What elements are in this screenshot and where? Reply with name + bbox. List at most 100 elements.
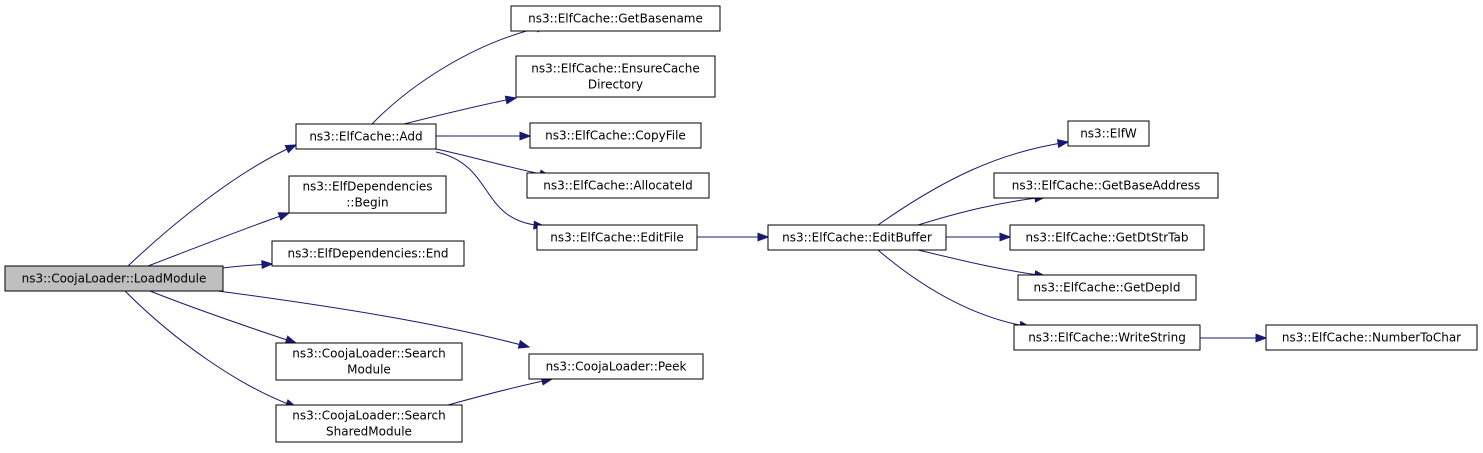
node-label: ns3::CoojaLoader::Peek [546, 360, 687, 374]
arrowhead [1255, 333, 1268, 343]
node-allocate-id[interactable]: ns3::ElfCache::AllocateId [526, 172, 710, 199]
edge-edit_buffer-to-write_string [877, 249, 1032, 330]
arrowhead [284, 335, 298, 344]
node-label: ns3::ElfW [1080, 127, 1137, 141]
edge-load_module-to-peek [217, 290, 531, 349]
node-box [526, 172, 710, 199]
node-label: ns3::ElfCache::CopyFile [545, 129, 686, 143]
node-elfdep-begin[interactable]: ns3::ElfDependencies::Begin [288, 175, 447, 214]
edge-line [371, 25, 548, 125]
node-box [1265, 324, 1478, 351]
arrowhead [277, 212, 291, 221]
arrowhead [1056, 139, 1070, 149]
node-get-dep-id[interactable]: ns3::ElfCache::GetDepId [1017, 274, 1197, 301]
edge-add-to-ensure_cache_dir [403, 95, 518, 125]
node-box [288, 175, 447, 214]
function-nodes: ns3::CoojaLoader::LoadModulens3::ElfCach… [4, 5, 1478, 443]
node-elfw[interactable]: ns3::ElfW [1067, 120, 1150, 147]
edge-line [877, 141, 1069, 226]
node-box [529, 122, 702, 149]
edge-line [447, 378, 553, 406]
node-label: ns3::ElfDependencies::End [287, 247, 448, 261]
node-box [295, 123, 437, 150]
node-label: ns3::ElfCache::EnsureCache [531, 62, 700, 76]
edge-line [124, 290, 297, 408]
edge-line [877, 249, 1031, 328]
node-peek[interactable]: ns3::CoojaLoader::Peek [528, 353, 704, 380]
node-edit-file[interactable]: ns3::ElfCache::EditFile [536, 224, 698, 251]
edge-line [917, 196, 1046, 226]
edge-line [149, 290, 297, 344]
node-box [1017, 274, 1197, 301]
node-label: ns3::ElfCache::GetBaseAddress [1012, 179, 1201, 193]
node-box [1009, 224, 1205, 251]
edge-load_module-to-elfdep_begin [147, 212, 291, 267]
node-label: ns3::ElfCache::EditFile [550, 231, 683, 245]
node-add[interactable]: ns3::ElfCache::Add [295, 123, 437, 150]
arrowhead [284, 144, 298, 154]
edge-edit_file-to-edit_buffer [697, 232, 770, 242]
edge-load_module-to-elfdep_end [222, 260, 274, 270]
node-box [1013, 324, 1201, 351]
edge-line [917, 249, 1046, 277]
edge-edit_buffer-to-elfw [877, 139, 1070, 226]
edge-line [435, 151, 545, 227]
edge-edit_buffer-to-get_dt_str_tab [946, 232, 1012, 242]
arrowhead [504, 95, 518, 105]
node-box [767, 224, 947, 251]
arrowhead [757, 232, 770, 242]
node-label: ns3::CoojaLoader::LoadModule [22, 272, 207, 286]
edge-load_module-to-search_shared_module [124, 290, 298, 408]
edge-line [217, 290, 530, 348]
node-copy-file[interactable]: ns3::ElfCache::CopyFile [529, 122, 702, 149]
node-get-dt-str-tab[interactable]: ns3::ElfCache::GetDtStrTab [1009, 224, 1205, 251]
edge-edit_buffer-to-get_dep_id [917, 249, 1047, 280]
node-label: ns3::ElfCache::GetDepId [1034, 281, 1181, 295]
arrowhead [261, 260, 274, 270]
node-label: SharedModule [326, 425, 412, 439]
node-label: ns3::CoojaLoader::Search [292, 347, 446, 361]
node-label: ns3::ElfCache::NumberToChar [1282, 331, 1461, 345]
arrowhead [519, 131, 532, 141]
node-label: ns3::ElfCache::EditBuffer [782, 231, 932, 245]
node-label: Module [347, 363, 391, 377]
node-box [528, 353, 704, 380]
node-get-basename[interactable]: ns3::ElfCache::GetBasename [510, 5, 721, 32]
node-label: Directory [588, 78, 643, 92]
node-load-module[interactable]: ns3::CoojaLoader::LoadModule [4, 265, 224, 292]
node-label: ns3::ElfDependencies [302, 180, 432, 194]
node-label: ::Begin [346, 196, 388, 210]
edge-write_string-to-number_to_char [1200, 333, 1268, 343]
node-label: ns3::CoojaLoader::Search [292, 409, 446, 423]
edge-load_module-to-add [127, 144, 298, 267]
node-edit-buffer[interactable]: ns3::ElfCache::EditBuffer [767, 224, 947, 251]
node-box [1067, 120, 1150, 147]
node-label: ns3::ElfCache::WriteString [1028, 331, 1186, 345]
edge-add-to-copy_file [436, 131, 532, 141]
node-get-base-address[interactable]: ns3::ElfCache::GetBaseAddress [993, 172, 1219, 199]
node-number-to-char[interactable]: ns3::ElfCache::NumberToChar [1265, 324, 1478, 351]
node-box [275, 404, 463, 443]
edge-edit_buffer-to-get_base_address [917, 193, 1047, 226]
node-box [271, 240, 465, 267]
node-box [515, 55, 716, 98]
node-write-string[interactable]: ns3::ElfCache::WriteString [1013, 324, 1201, 351]
edge-line [127, 144, 297, 267]
edge-search_shared_module-to-peek [447, 376, 554, 406]
node-label: ns3::ElfCache::GetBasename [528, 12, 703, 26]
node-box [510, 5, 721, 32]
edge-line [147, 212, 290, 267]
node-elfdep-end[interactable]: ns3::ElfDependencies::End [271, 240, 465, 267]
node-label: ns3::ElfCache::AllocateId [543, 179, 693, 193]
node-box [4, 265, 224, 292]
arrowhead [999, 232, 1012, 242]
node-box [275, 342, 463, 381]
node-box [993, 172, 1219, 199]
node-box [536, 224, 698, 251]
node-label: ns3::ElfCache::GetDtStrTab [1025, 231, 1188, 245]
edge-line [435, 148, 551, 177]
node-label: ns3::ElfCache::Add [309, 130, 422, 144]
